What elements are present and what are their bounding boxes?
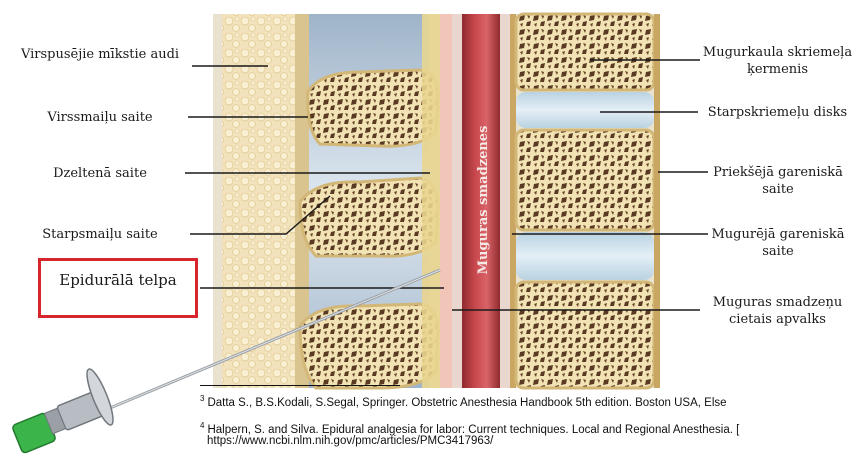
footnote-3-text: Datta S., B.S.Kodali, S.Segal, Springer.… — [207, 397, 726, 409]
label-vertebral-body: Mugurkaula skriemeļa ķermenis — [700, 44, 855, 78]
footnote-4-link[interactable]: https://www.ncbi.nlm.nih.gov/pmc/article… — [207, 434, 493, 448]
vertebral-column — [516, 14, 654, 388]
footnote-3-number: 3 — [200, 394, 204, 403]
footnote-4-number: 4 — [200, 421, 204, 430]
dura-region — [452, 14, 462, 388]
label-epidural-space: Epidurālā telpa — [40, 272, 196, 289]
label-supraspinous-ligament: Virssmaiļu saite — [20, 109, 180, 126]
label-intervertebral-disc: Starpskriemeļu disks — [700, 104, 855, 121]
spinal-cord-label: Muguras smadzenes — [476, 126, 491, 275]
footnote-rule — [200, 385, 400, 386]
spinous-processes — [300, 70, 438, 388]
ligamentum-flavum-region — [422, 14, 440, 388]
label-dura-mater: Muguras smadzeņu cietais apvalks — [700, 294, 855, 328]
label-anterior-longitudinal-ligament: Priekšējā gareniskā saite — [708, 164, 848, 198]
epidural-space-region — [440, 14, 454, 388]
label-interspinous-ligament: Starpsmaiļu saite — [20, 226, 180, 243]
label-ligamentum-flavum: Dzeltenā saite — [20, 165, 180, 182]
anterior-longitudinal-ligament-region — [654, 14, 660, 388]
label-soft-tissue: Virspusējie mīkstie audi — [20, 46, 180, 63]
label-posterior-longitudinal-ligament: Mugurējā gareniskā saite — [708, 226, 848, 260]
